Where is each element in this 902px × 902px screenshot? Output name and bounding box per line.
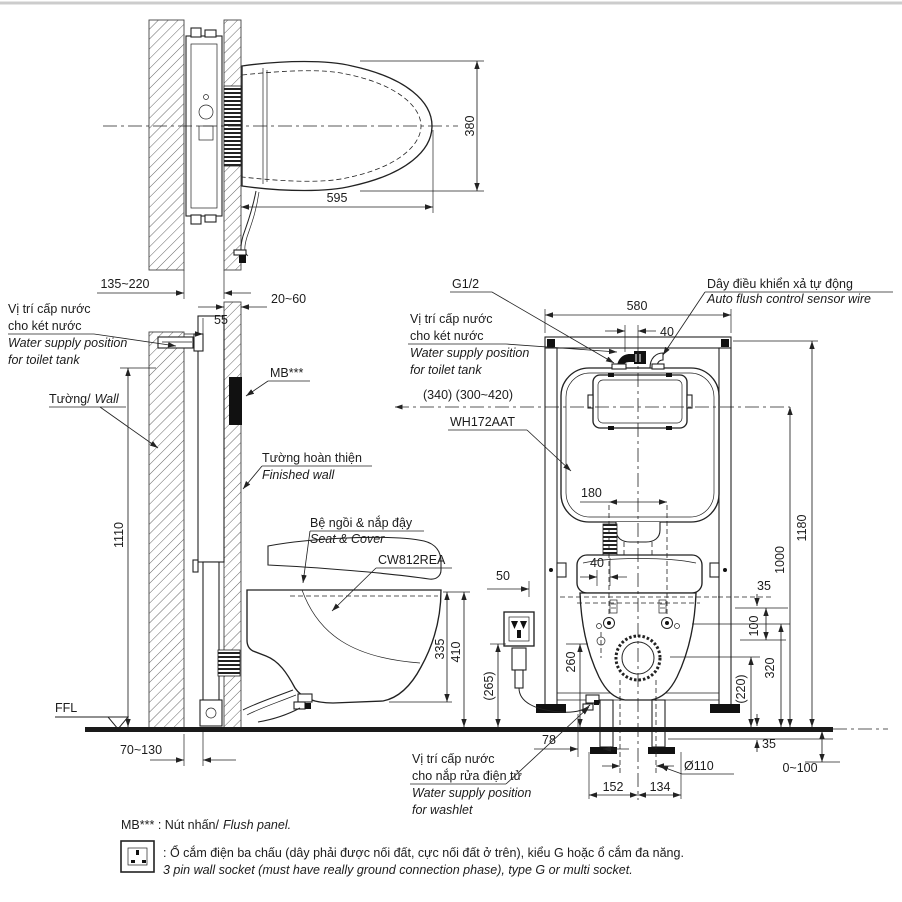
- dim-340: (340) (300~420): [423, 388, 513, 402]
- label-frame-model: WH172AAT: [450, 415, 515, 429]
- dim-plan-width: 380: [463, 116, 477, 137]
- label-finwall-en: Finished wall: [262, 468, 335, 482]
- plan-hose: [240, 190, 257, 260]
- side-seat-cover: [267, 536, 442, 580]
- note-socket-en: 3 pin wall socket (must have really grou…: [163, 863, 633, 877]
- dim-40-mid: 40: [590, 556, 604, 570]
- dim-40-top: 40: [660, 325, 674, 339]
- side-inwall-tank: [197, 315, 225, 563]
- dim-580: 580: [627, 299, 648, 313]
- frame-right-leg: [651, 699, 666, 748]
- label-front-supply-en2: for toilet tank: [410, 363, 482, 377]
- label-washlet-en1: Water supply position: [412, 786, 531, 800]
- side-bowl: [246, 589, 442, 704]
- label-sensor-en: Auto flush control sensor wire: [706, 292, 871, 306]
- label-wall-en: Wall: [95, 392, 120, 406]
- note-socket-vn: : Ổ cắm điện ba chấu (dây phải được nối …: [163, 845, 684, 860]
- note-flush-panel: MB*** : Nút nhấn/Flush panel.: [121, 818, 291, 832]
- dim-410: 410: [449, 642, 463, 663]
- dim-335: 335: [433, 639, 447, 660]
- label-side-supply-en2: for toilet tank: [8, 353, 80, 367]
- side-flush-panel: [229, 377, 242, 425]
- side-view: Vị trí cấp nước cho két nước Water suppl…: [8, 292, 470, 766]
- flush-pipe-connector: [602, 523, 618, 556]
- dim-dia-110: Ø110: [684, 759, 714, 773]
- note-flush-panel-vn: MB*** : Nút nhấn/: [121, 818, 219, 832]
- frame-right-rail: [718, 347, 732, 713]
- dim-134: 134: [650, 780, 671, 794]
- label-mb-ref: MB***: [270, 366, 303, 380]
- label-bowl-model: CW812REA: [378, 553, 446, 567]
- frame-left-rail: [544, 347, 558, 713]
- label-front-supply-en1: Water supply position: [410, 346, 529, 360]
- dim-220: (220): [734, 674, 748, 703]
- label-side-supply-en1: Water supply position: [8, 336, 127, 350]
- dim-1000: 1000: [773, 546, 787, 574]
- dim-78: 78: [542, 733, 556, 747]
- front-view: [503, 336, 740, 800]
- dim-100: 100: [747, 616, 761, 637]
- ffl-datum-icon: [106, 716, 130, 730]
- dim-50: 50: [496, 569, 510, 583]
- frame-left-leg: [599, 699, 614, 748]
- label-g12: G1/2: [452, 277, 479, 291]
- label-front-supply-vn1: Vị trí cấp nước: [410, 312, 493, 326]
- label-finwall-vn: Tường hoàn thiện: [262, 451, 362, 465]
- label-seat-en: Seat & Cover: [310, 532, 385, 546]
- access-panel: [592, 374, 688, 429]
- dim-plan-depth: 595: [327, 191, 348, 205]
- label-sensor-vn: Dây điều khiển xả tự động: [707, 277, 853, 291]
- floor-line: [85, 727, 833, 732]
- dim-260: 260: [564, 652, 578, 673]
- dim-70-130: 70~130: [120, 743, 162, 757]
- label-seat-vn: Bệ ngồi & nắp đậy: [310, 515, 413, 530]
- dim-265: (265): [482, 671, 496, 700]
- label-wall: Tường/Wall: [49, 392, 120, 406]
- dim-180: 180: [581, 486, 602, 500]
- dim-320: 320: [763, 658, 777, 679]
- label-ffl: FFL: [55, 701, 77, 715]
- dim-wall-cavity: 135~220: [100, 277, 149, 291]
- dim-35-bot: 35: [762, 737, 776, 751]
- side-wall: [148, 331, 185, 729]
- dim-0-100: 0~100: [782, 761, 817, 775]
- label-washlet-vn2: cho nắp rửa điện tử: [412, 768, 522, 783]
- label-washlet-vn1: Vị trí cấp nước: [412, 752, 495, 766]
- label-washlet-en2: for washlet: [412, 803, 473, 817]
- socket-legend-icon: [120, 840, 155, 873]
- label-front-supply-vn2: cho két nước: [410, 329, 484, 343]
- label-side-supply-vn2: cho két nước: [8, 319, 82, 333]
- dim-1110: 1110: [112, 522, 126, 548]
- label-side-supply-vn1: Vị trí cấp nước: [8, 302, 91, 316]
- label-wall-vn: Tường/: [49, 392, 91, 406]
- front-view-dimensions: G1/2 Dây điều khiển xả tự động Auto flus…: [395, 277, 893, 817]
- dim-1180: 1180: [795, 515, 809, 542]
- dim-55: 55: [214, 313, 228, 327]
- dim-finish-gap: 20~60: [271, 292, 306, 306]
- dim-152: 152: [603, 780, 624, 794]
- plan-wall: [148, 19, 185, 271]
- dim-35-top: 35: [757, 579, 771, 593]
- legend: MB*** : Nút nhấn/Flush panel. : Ổ cắm đi…: [120, 818, 684, 877]
- plan-view: 595 380 135~220: [97, 19, 484, 299]
- note-flush-panel-en: Flush panel.: [223, 818, 291, 832]
